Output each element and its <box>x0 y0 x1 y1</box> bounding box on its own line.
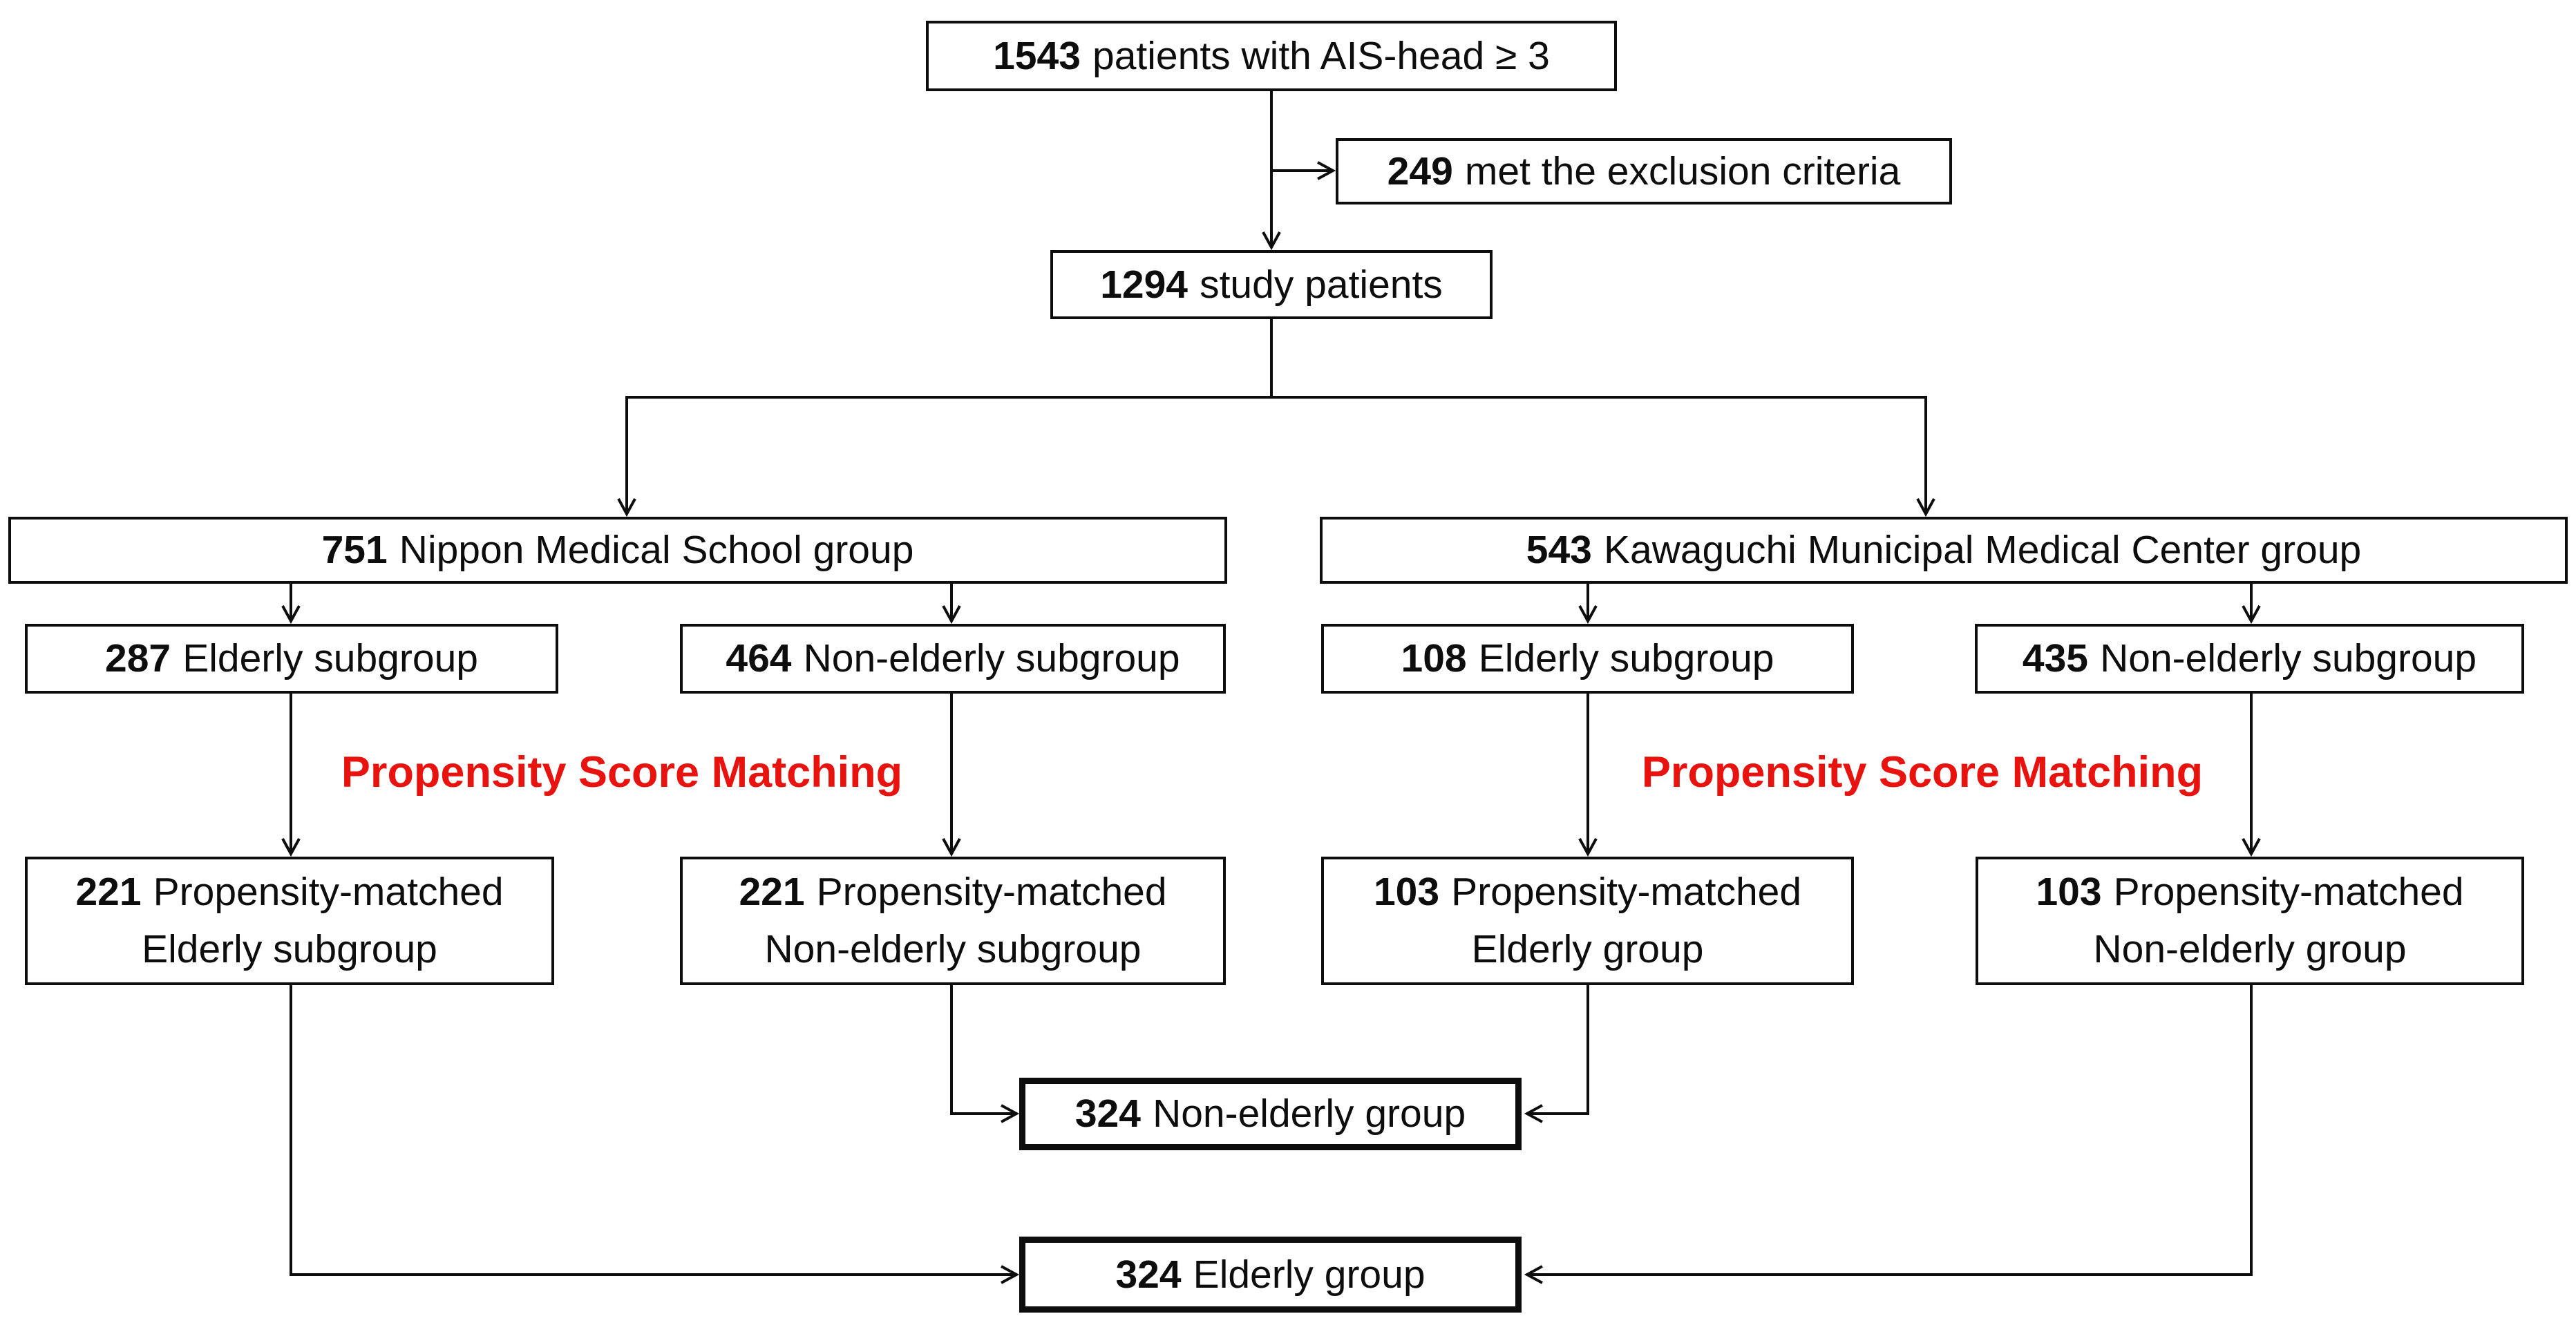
box-nms-pm-elderly-line2: Elderly subgroup <box>142 927 437 971</box>
edge-to-final-elderly-left <box>290 984 1020 1284</box>
box-kmmc-pm-elderly-line2: Elderly group <box>1471 927 1704 971</box>
psm-label-right: Propensity Score Matching <box>1641 748 2204 797</box>
box-kmmc-pm-nonelderly-line2: Non-elderly group <box>2093 927 2407 971</box>
psm-label-left: Propensity Score Matching <box>341 748 903 797</box>
edge-to-final-nonelderly-right <box>1524 984 1589 1123</box>
box-nms-pm-nonelderly-line2: Non-elderly subgroup <box>764 927 1142 971</box>
edge-to-final-elderly-right <box>1524 984 2253 1284</box>
edge-to-final-nonelderly-left <box>950 984 1020 1123</box>
